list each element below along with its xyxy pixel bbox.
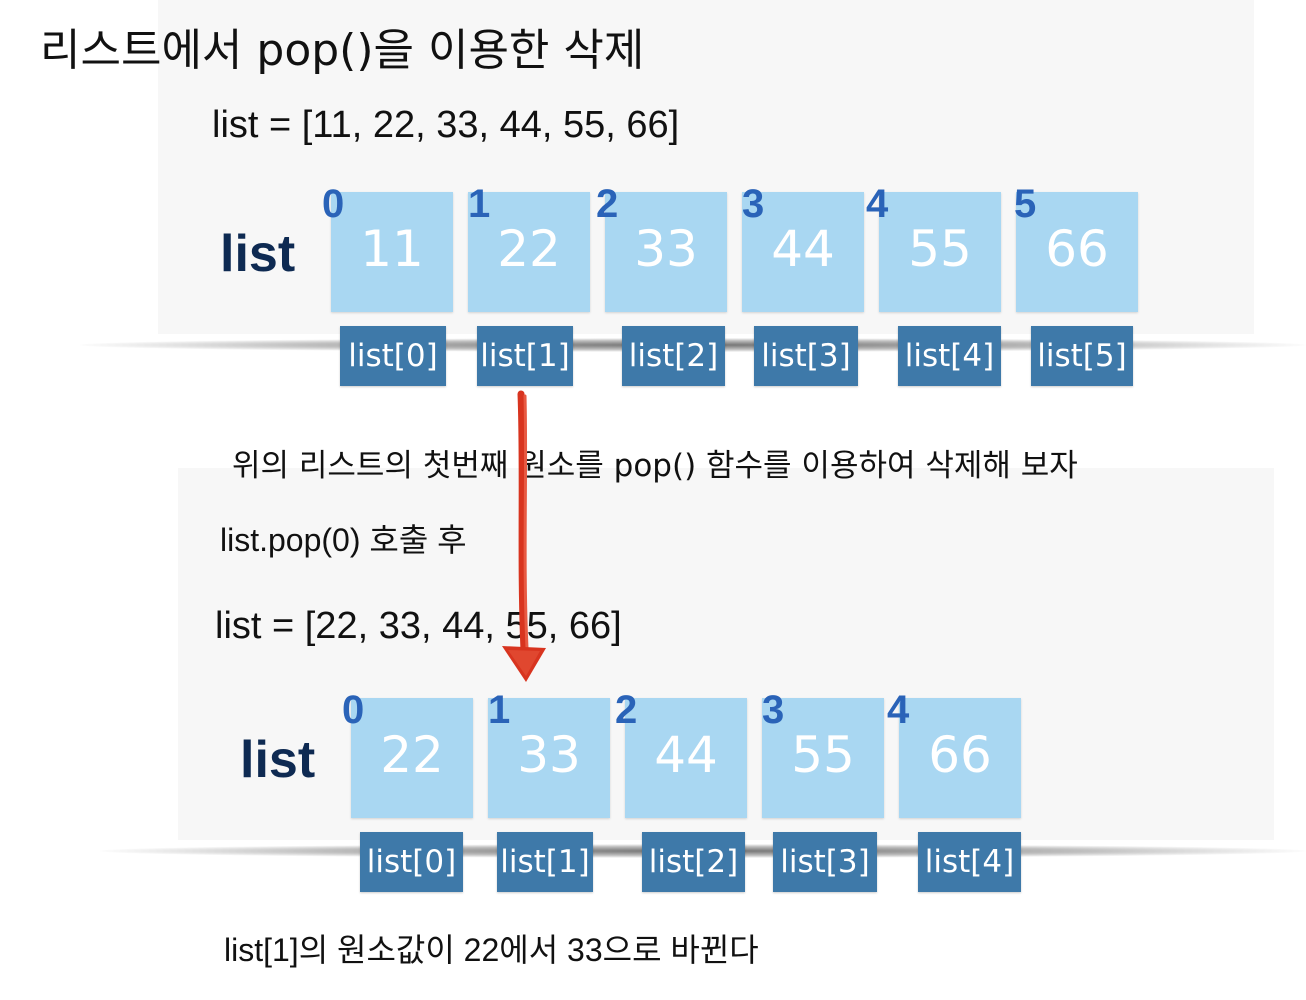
before-cell-5: 66 [1016,192,1138,312]
description-text: 위의 리스트의 첫번째 원소를 pop() 함수를 이용하여 삭제해 보자 [232,448,1078,484]
after-cell-3: 55 [762,698,884,818]
after-index-2: 2 [615,688,638,732]
arrow-shaft-texture [523,394,529,650]
after-index-4: 4 [887,688,910,732]
after-cell-0: 22 [351,698,473,818]
call-text: list.pop(0) 호출 후 [220,522,467,558]
after-tag-3: list[3] [773,832,877,892]
cell-value: 66 [1045,220,1109,278]
cell-value: 44 [654,726,718,784]
after-cell-4: 66 [899,698,1021,818]
before-tag-2: list[2] [622,326,725,386]
before-cell-4: 55 [879,192,1001,312]
before-cell-0: 11 [331,192,453,312]
after-index-0: 0 [342,688,365,732]
before-list-label: list [220,225,296,283]
cell-value: 22 [380,726,444,784]
before-cell-1: 22 [468,192,590,312]
page-title: 리스트에서 pop()을 이용한 삭제 [40,25,645,76]
cell-value: 55 [791,726,855,784]
before-index-5: 5 [1014,182,1037,226]
after-tag-4: list[4] [918,832,1021,892]
before-index-1: 1 [468,182,491,226]
before-index-3: 3 [742,182,765,226]
after-index-3: 3 [762,688,785,732]
after-tag-0: list[0] [360,832,463,892]
before-tag-1: list[1] [477,326,573,386]
after-index-1: 1 [488,688,511,732]
before-index-2: 2 [596,182,619,226]
cell-value: 22 [497,220,561,278]
note-text: list[1]의 원소값이 22에서 33으로 바뀐다 [224,932,759,968]
after-code: list = [22, 33, 44, 55, 66] [215,605,622,647]
before-tag-4: list[4] [898,326,1001,386]
before-cell-3: 44 [742,192,864,312]
cell-value: 55 [908,220,972,278]
after-cell-2: 44 [625,698,747,818]
cell-value: 33 [517,726,581,784]
before-cell-2: 33 [605,192,727,312]
arrow-shaft [517,390,528,654]
cell-value: 44 [771,220,835,278]
cell-value: 11 [360,220,424,278]
before-tag-3: list[3] [754,326,858,386]
before-tag-5: list[5] [1031,326,1133,386]
after-tag-1: list[1] [497,832,593,892]
before-code: list = [11, 22, 33, 44, 55, 66] [212,104,680,146]
cell-value: 33 [634,220,698,278]
before-index-0: 0 [322,182,345,226]
before-index-4: 4 [866,182,889,226]
before-tag-0: list[0] [340,326,446,386]
after-list-label: list [240,731,316,789]
after-tag-2: list[2] [642,832,745,892]
arrow-head-texture [508,650,540,676]
cell-value: 66 [928,726,992,784]
after-cell-1: 33 [488,698,610,818]
